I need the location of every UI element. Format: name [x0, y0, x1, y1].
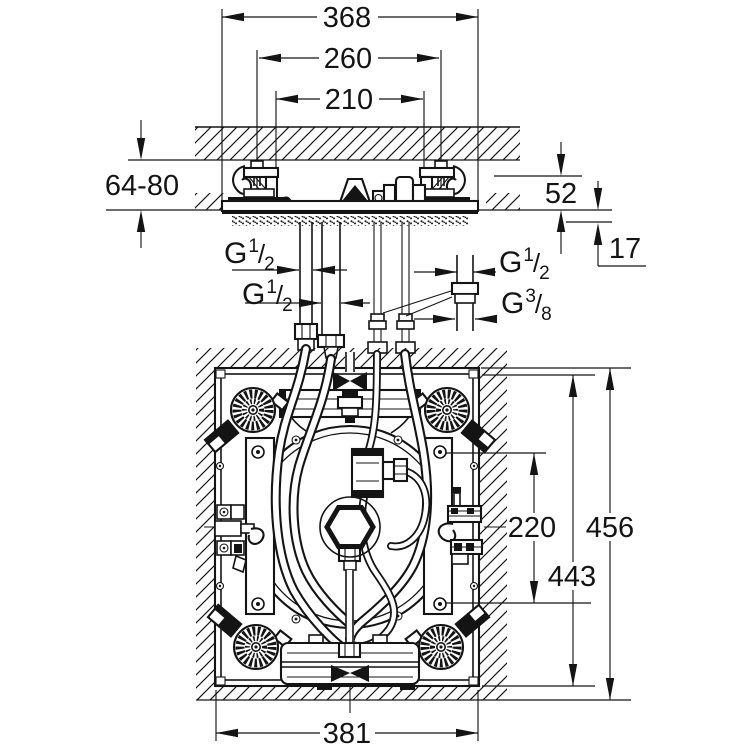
dim-381-label: 381: [323, 718, 371, 750]
finished-ceiling-left: [195, 193, 224, 210]
dim-368-label: 368: [323, 2, 371, 34]
thread-g12-a: G1/2: [224, 236, 347, 275]
dim-443-label: 443: [548, 561, 596, 593]
dimension-52: 52: [545, 142, 577, 254]
dimension-260: 260: [259, 43, 439, 75]
finished-ceiling-right: [486, 193, 520, 210]
supply-pipe-2: [316, 222, 346, 359]
thread-g38: G3/8: [414, 286, 552, 325]
side-bracket-right: [437, 487, 484, 565]
spray-face-texture: [232, 216, 468, 226]
flex-hoses: [270, 344, 433, 656]
frame-screws: [215, 461, 479, 591]
hex-union: [319, 496, 381, 558]
dim-64-80-label: 64-80: [105, 170, 179, 202]
supply-connections: G1/2 G1/2 G1/2 G3/8: [224, 222, 552, 359]
manifold-block: [350, 447, 409, 499]
extension-lines-top: [221, 9, 479, 211]
valve-assembly: [335, 175, 427, 213]
thread-g38-label: G3/8: [501, 286, 552, 325]
dim-220-label: 220: [508, 512, 556, 544]
dimension-17: 17: [593, 181, 646, 267]
thread-g12-a-label: G1/2: [224, 236, 275, 275]
dimension-381: 381: [215, 690, 479, 750]
dimension-210: 210: [276, 84, 423, 116]
ceiling-hatch: [128, 126, 520, 210]
supply-pipe-1: [293, 222, 319, 351]
plan-view: 220 443 456 381: [196, 344, 634, 750]
thread-g12-b: G1/2: [242, 277, 370, 316]
dim-260-label: 260: [324, 43, 372, 75]
supply-pipe-4: [395, 222, 416, 354]
dim-52-label: 52: [545, 178, 577, 210]
centre-column: [331, 546, 369, 682]
thread-g12-b-label: G1/2: [242, 277, 293, 316]
dim-456-label: 456: [586, 512, 634, 544]
section-view: 368 260 210 64-80 52 17: [105, 2, 646, 267]
dimension-456: 456: [196, 367, 634, 701]
dim-210-label: 210: [325, 84, 373, 116]
side-bracket-left: [214, 504, 265, 574]
connector-detail-pipe: [450, 255, 480, 331]
thread-g12-c: G1/2: [414, 245, 550, 284]
supply-pipe-3: [367, 222, 388, 354]
dim-17-label: 17: [609, 233, 641, 265]
dimension-220: 220: [446, 452, 591, 604]
leader-lines: [382, 290, 453, 317]
dimension-64-80: 64-80: [105, 120, 179, 248]
shower-plate: [220, 199, 480, 226]
dimension-443: 443: [482, 374, 596, 687]
plate-screws: [291, 435, 403, 624]
thread-g12-c-label: G1/2: [499, 245, 550, 284]
dimension-368: 368: [222, 2, 478, 34]
